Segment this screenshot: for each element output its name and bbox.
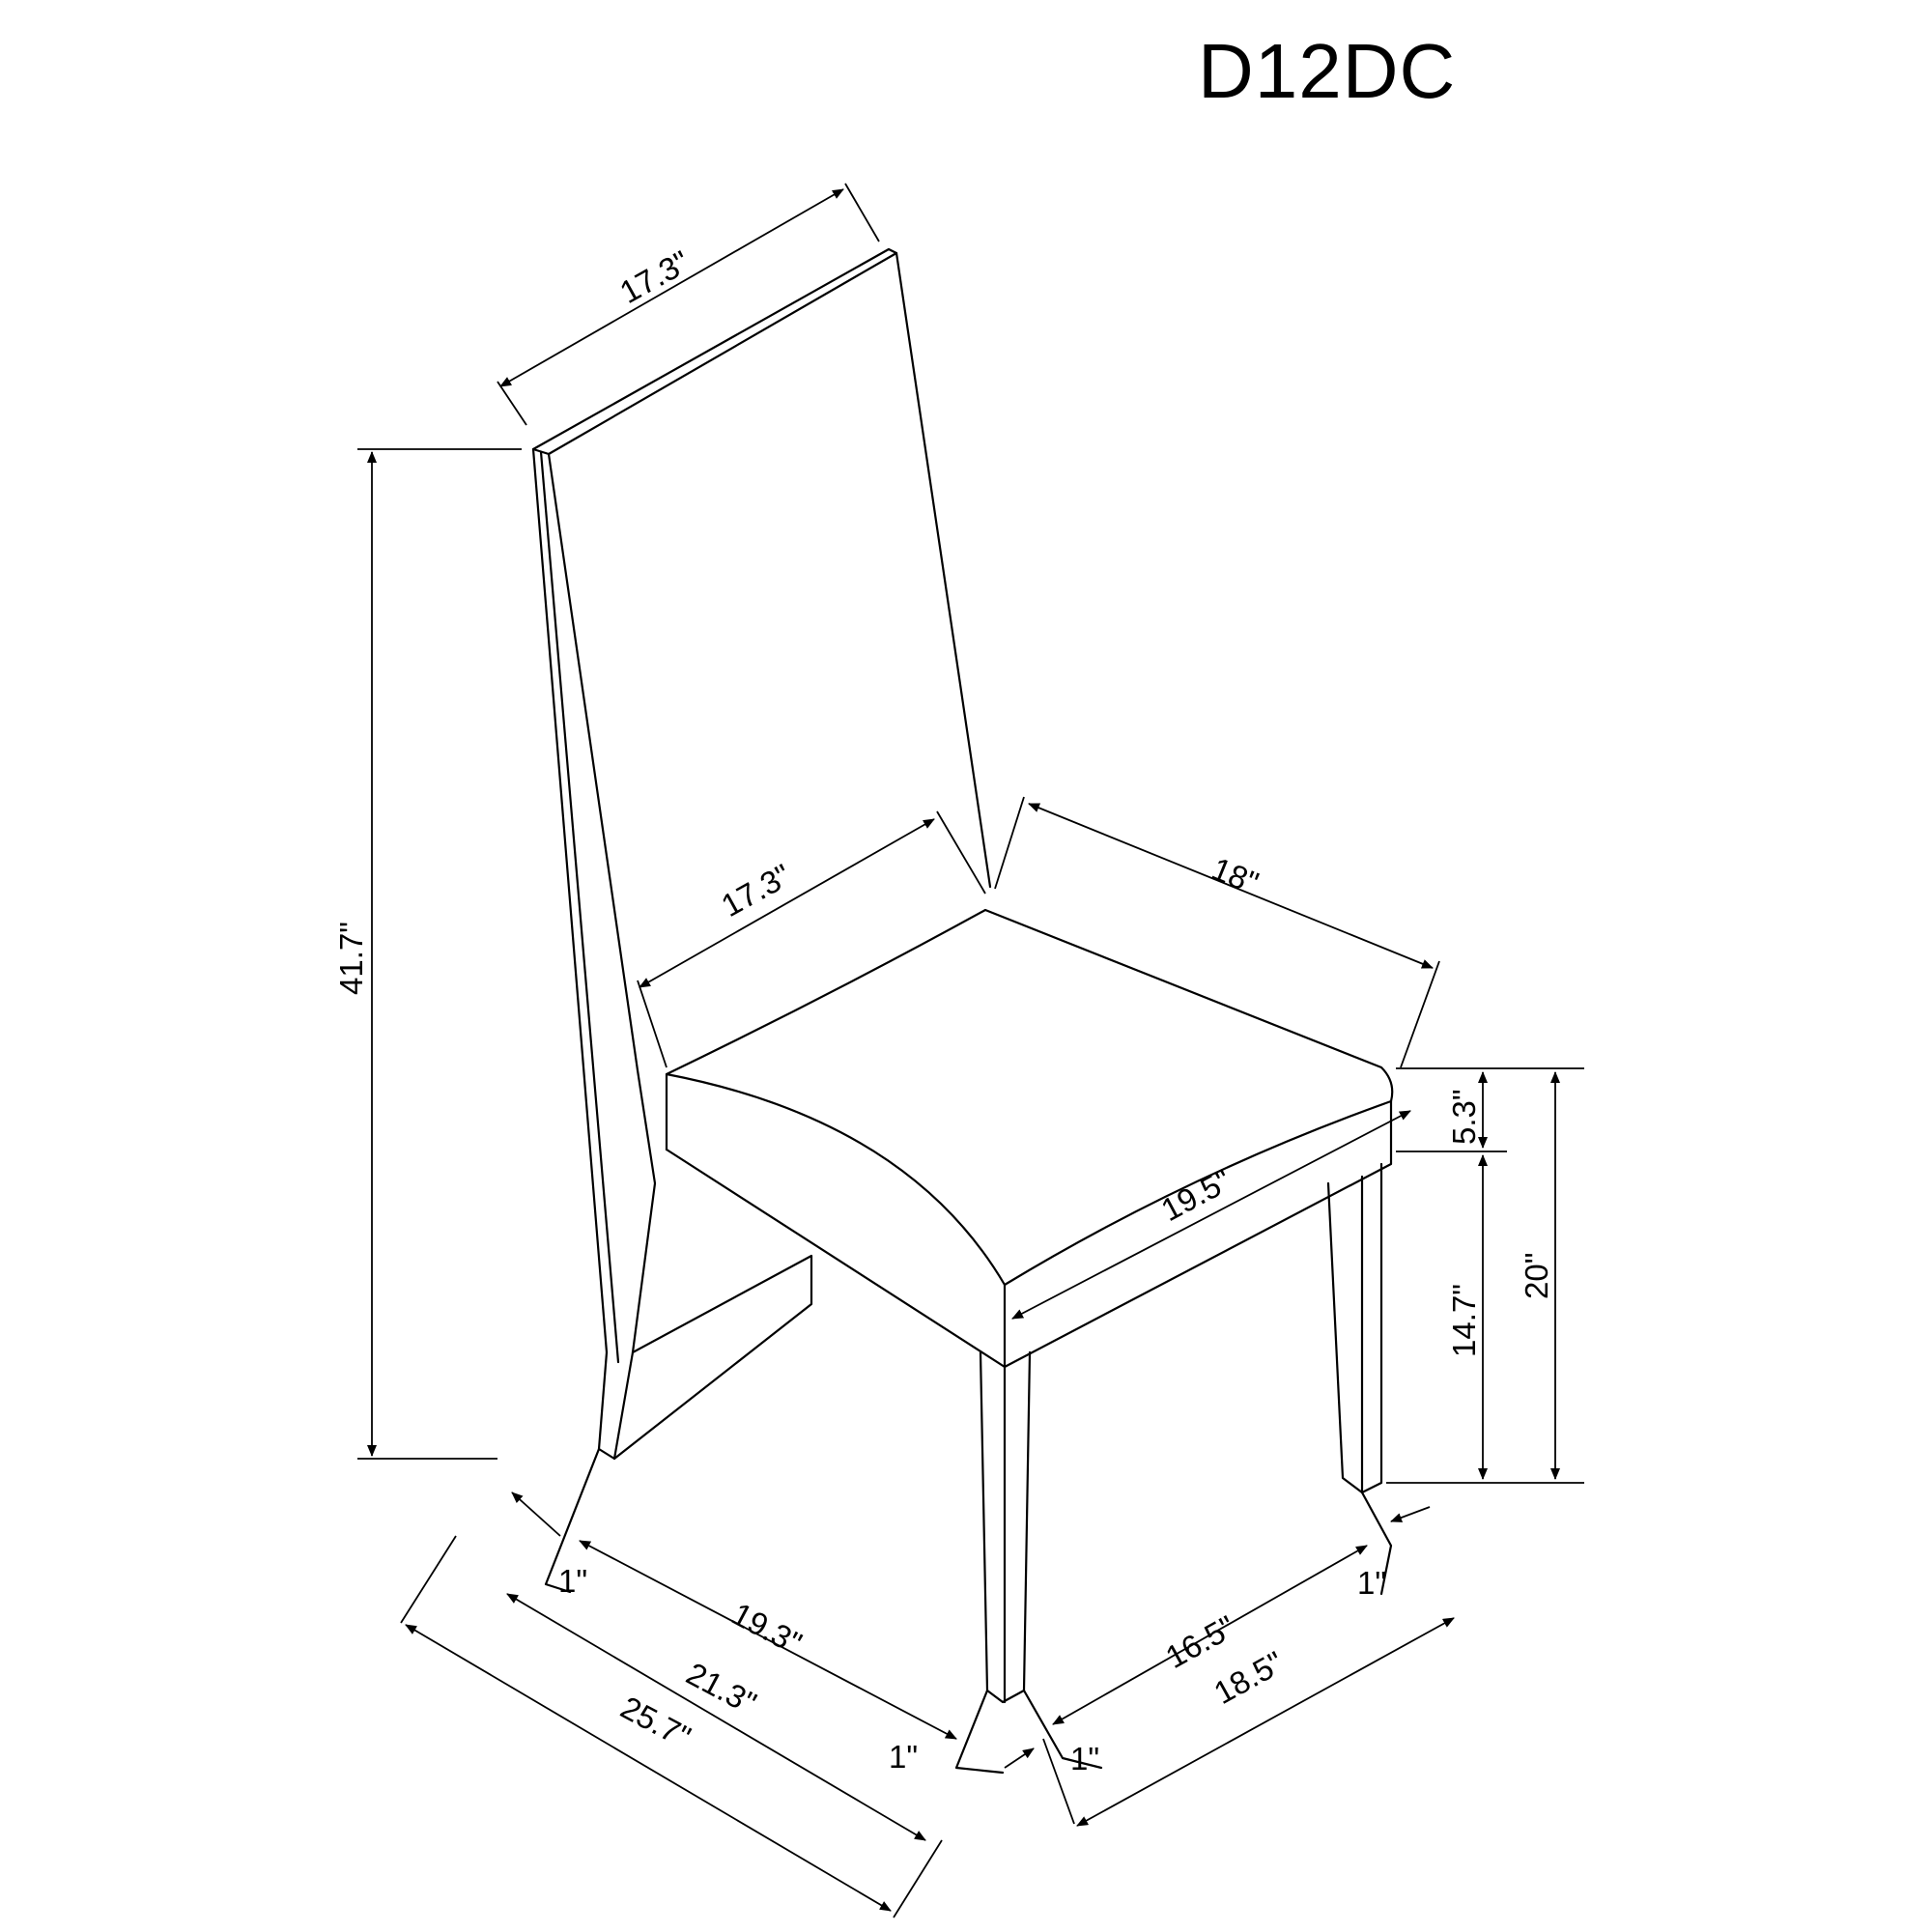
label-front-leg-width-left: 1" [558,1563,587,1599]
model-title: D12DC [1198,28,1457,114]
dimension-labels: 17.3" 41.7" 17.3" 18" 5.3" 14.7" 20" 19.… [333,243,1554,1776]
label-overall-height: 41.7" [333,922,369,995]
label-cushion-thickness: 5.3" [1446,1089,1482,1145]
label-side-leg-width-center: 1" [1070,1741,1099,1776]
label-seat-front-width: 17.3" [715,857,796,923]
label-side-span-overall: 18.5" [1208,1644,1289,1711]
label-seat-side-depth: 19.5" [1155,1162,1236,1228]
label-side-span-inner: 16.5" [1159,1608,1240,1675]
label-front-leg-width-center: 1" [889,1739,918,1775]
label-seat-height: 20" [1519,1253,1554,1299]
label-leg-height: 14.7" [1446,1284,1482,1357]
label-front-span-inner: 19.3" [726,1596,808,1662]
label-seat-depth: 18" [1207,850,1264,900]
label-rear-leg-width-right: 1" [1357,1565,1386,1601]
label-back-width: 17.3" [613,243,695,310]
chair-outline [531,247,1394,1775]
label-front-span-mid: 21.3" [681,1656,762,1721]
dimension-lines [357,183,1584,1918]
